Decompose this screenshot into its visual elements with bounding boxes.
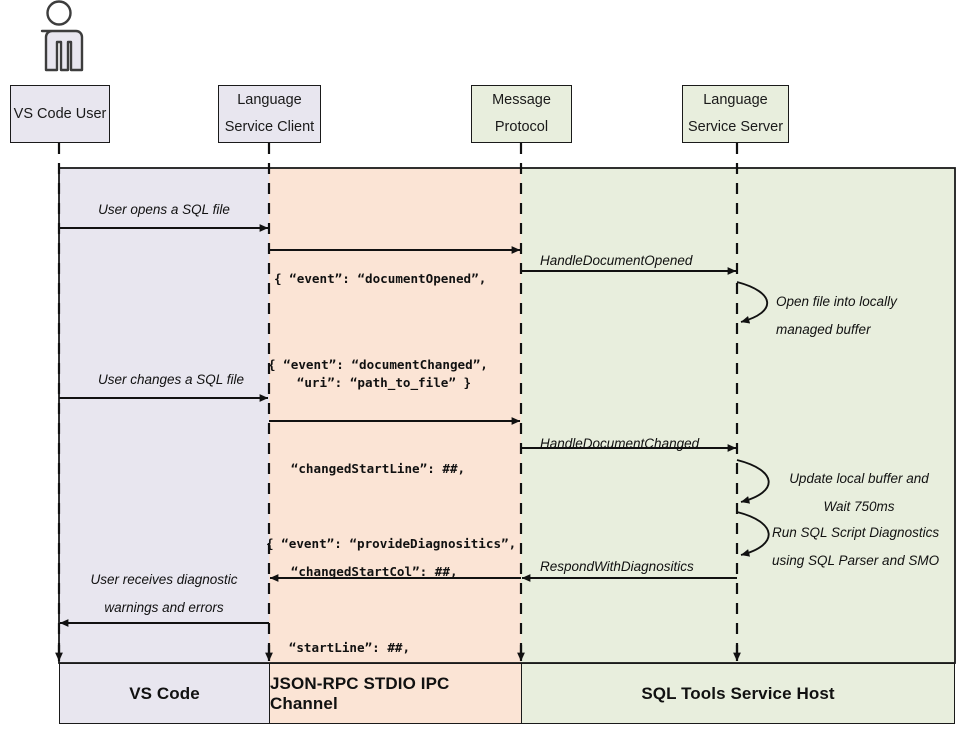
json-document-opened-payload: { “event”: “documentOpened”, “uri”: “pat… <box>274 193 486 469</box>
participant-label-line1: Message <box>492 92 551 109</box>
label-line-2: managed buffer <box>776 322 871 337</box>
label-handle-document-changed: HandleDocumentChanged <box>540 430 699 458</box>
label-text: RespondWithDiagnositics <box>540 559 694 574</box>
code-line: { “event”: “provideDiagnositics”, <box>266 536 517 551</box>
footer-label: SQL Tools Service Host <box>641 683 835 703</box>
self-loop-run-diagnostics <box>736 511 770 557</box>
label-line: User opens a SQL file <box>98 202 230 217</box>
participant-language-service-client[interactable]: Language Service Client <box>218 85 321 143</box>
participant-label-line2: Service Server <box>687 119 784 135</box>
code-line: { “event”: “documentOpened”, <box>274 271 487 286</box>
participant-message-protocol[interactable]: Message Protocol <box>471 85 572 143</box>
label-line-1: Run SQL Script Diagnostics <box>772 525 940 540</box>
label-respond-with-diagnostics: RespondWithDiagnositics <box>540 553 694 581</box>
code-line: “changedStartCol”: ##, <box>268 564 458 579</box>
label-user-changes-sql-file: User changes a SQL file <box>98 366 244 394</box>
label-line-2: warnings and errors <box>104 600 224 615</box>
participant-language-service-server[interactable]: Language Service Server <box>682 85 789 143</box>
footer-label: VS Code <box>129 683 200 703</box>
footer-vs-code[interactable]: VS Code <box>59 663 270 724</box>
code-line: { “event”: “documentChanged”, <box>268 357 488 372</box>
self-loop-open-file-buffer <box>736 281 769 324</box>
label-update-buffer-wait: Update local buffer and Wait 750ms <box>774 465 944 521</box>
self-loop-update-buffer-wait <box>736 459 770 504</box>
label-line-1: Open file into locally <box>776 294 897 309</box>
code-line: “startLine”: ##, <box>266 639 411 655</box>
code-line: “changedStartLine”: ##, <box>268 460 466 476</box>
participant-label: VS Code User <box>13 105 107 122</box>
label-line-1: User receives diagnostic <box>90 572 238 587</box>
vs-code-band <box>59 168 269 663</box>
participant-vs-code-user[interactable]: VS Code User <box>10 85 110 143</box>
vs-code-user-actor <box>40 0 84 72</box>
participant-label-line1: Language <box>703 92 768 109</box>
footer-label: JSON-RPC STDIO IPC Channel <box>270 673 450 713</box>
label-user-receives-diagnostics: User receives diagnostic warnings and er… <box>90 566 237 622</box>
footer-ipc-channel[interactable]: JSON-RPC STDIO IPC Channel <box>269 663 522 724</box>
label-line: User changes a SQL file <box>97 372 245 387</box>
label-user-opens-sql-file: User opens a SQL file <box>98 196 230 224</box>
footer-sql-tools-service-host[interactable]: SQL Tools Service Host <box>521 663 955 724</box>
participant-label-line2: Protocol <box>494 119 549 135</box>
label-open-file-buffer: Open file into locally managed buffer <box>776 288 897 344</box>
label-line-1: Update local buffer and <box>789 471 929 486</box>
code-line: “uri”: “path_to_file” } <box>274 374 472 390</box>
label-text: HandleDocumentChanged <box>540 436 700 451</box>
label-run-sql-diagnostics: Run SQL Script Diagnostics using SQL Par… <box>772 519 939 575</box>
label-line-2: Wait 750ms <box>823 499 895 514</box>
label-text: HandleDocumentOpened <box>540 253 693 268</box>
label-handle-document-opened: HandleDocumentOpened <box>540 247 692 275</box>
participant-label-line2: Service Client <box>224 119 315 135</box>
participant-label-line1: Language <box>237 92 302 109</box>
json-provide-diagnostics-payload: { “event”: “provideDiagnositics”, “start… <box>266 458 516 732</box>
label-line-2: using SQL Parser and SMO <box>772 553 940 568</box>
